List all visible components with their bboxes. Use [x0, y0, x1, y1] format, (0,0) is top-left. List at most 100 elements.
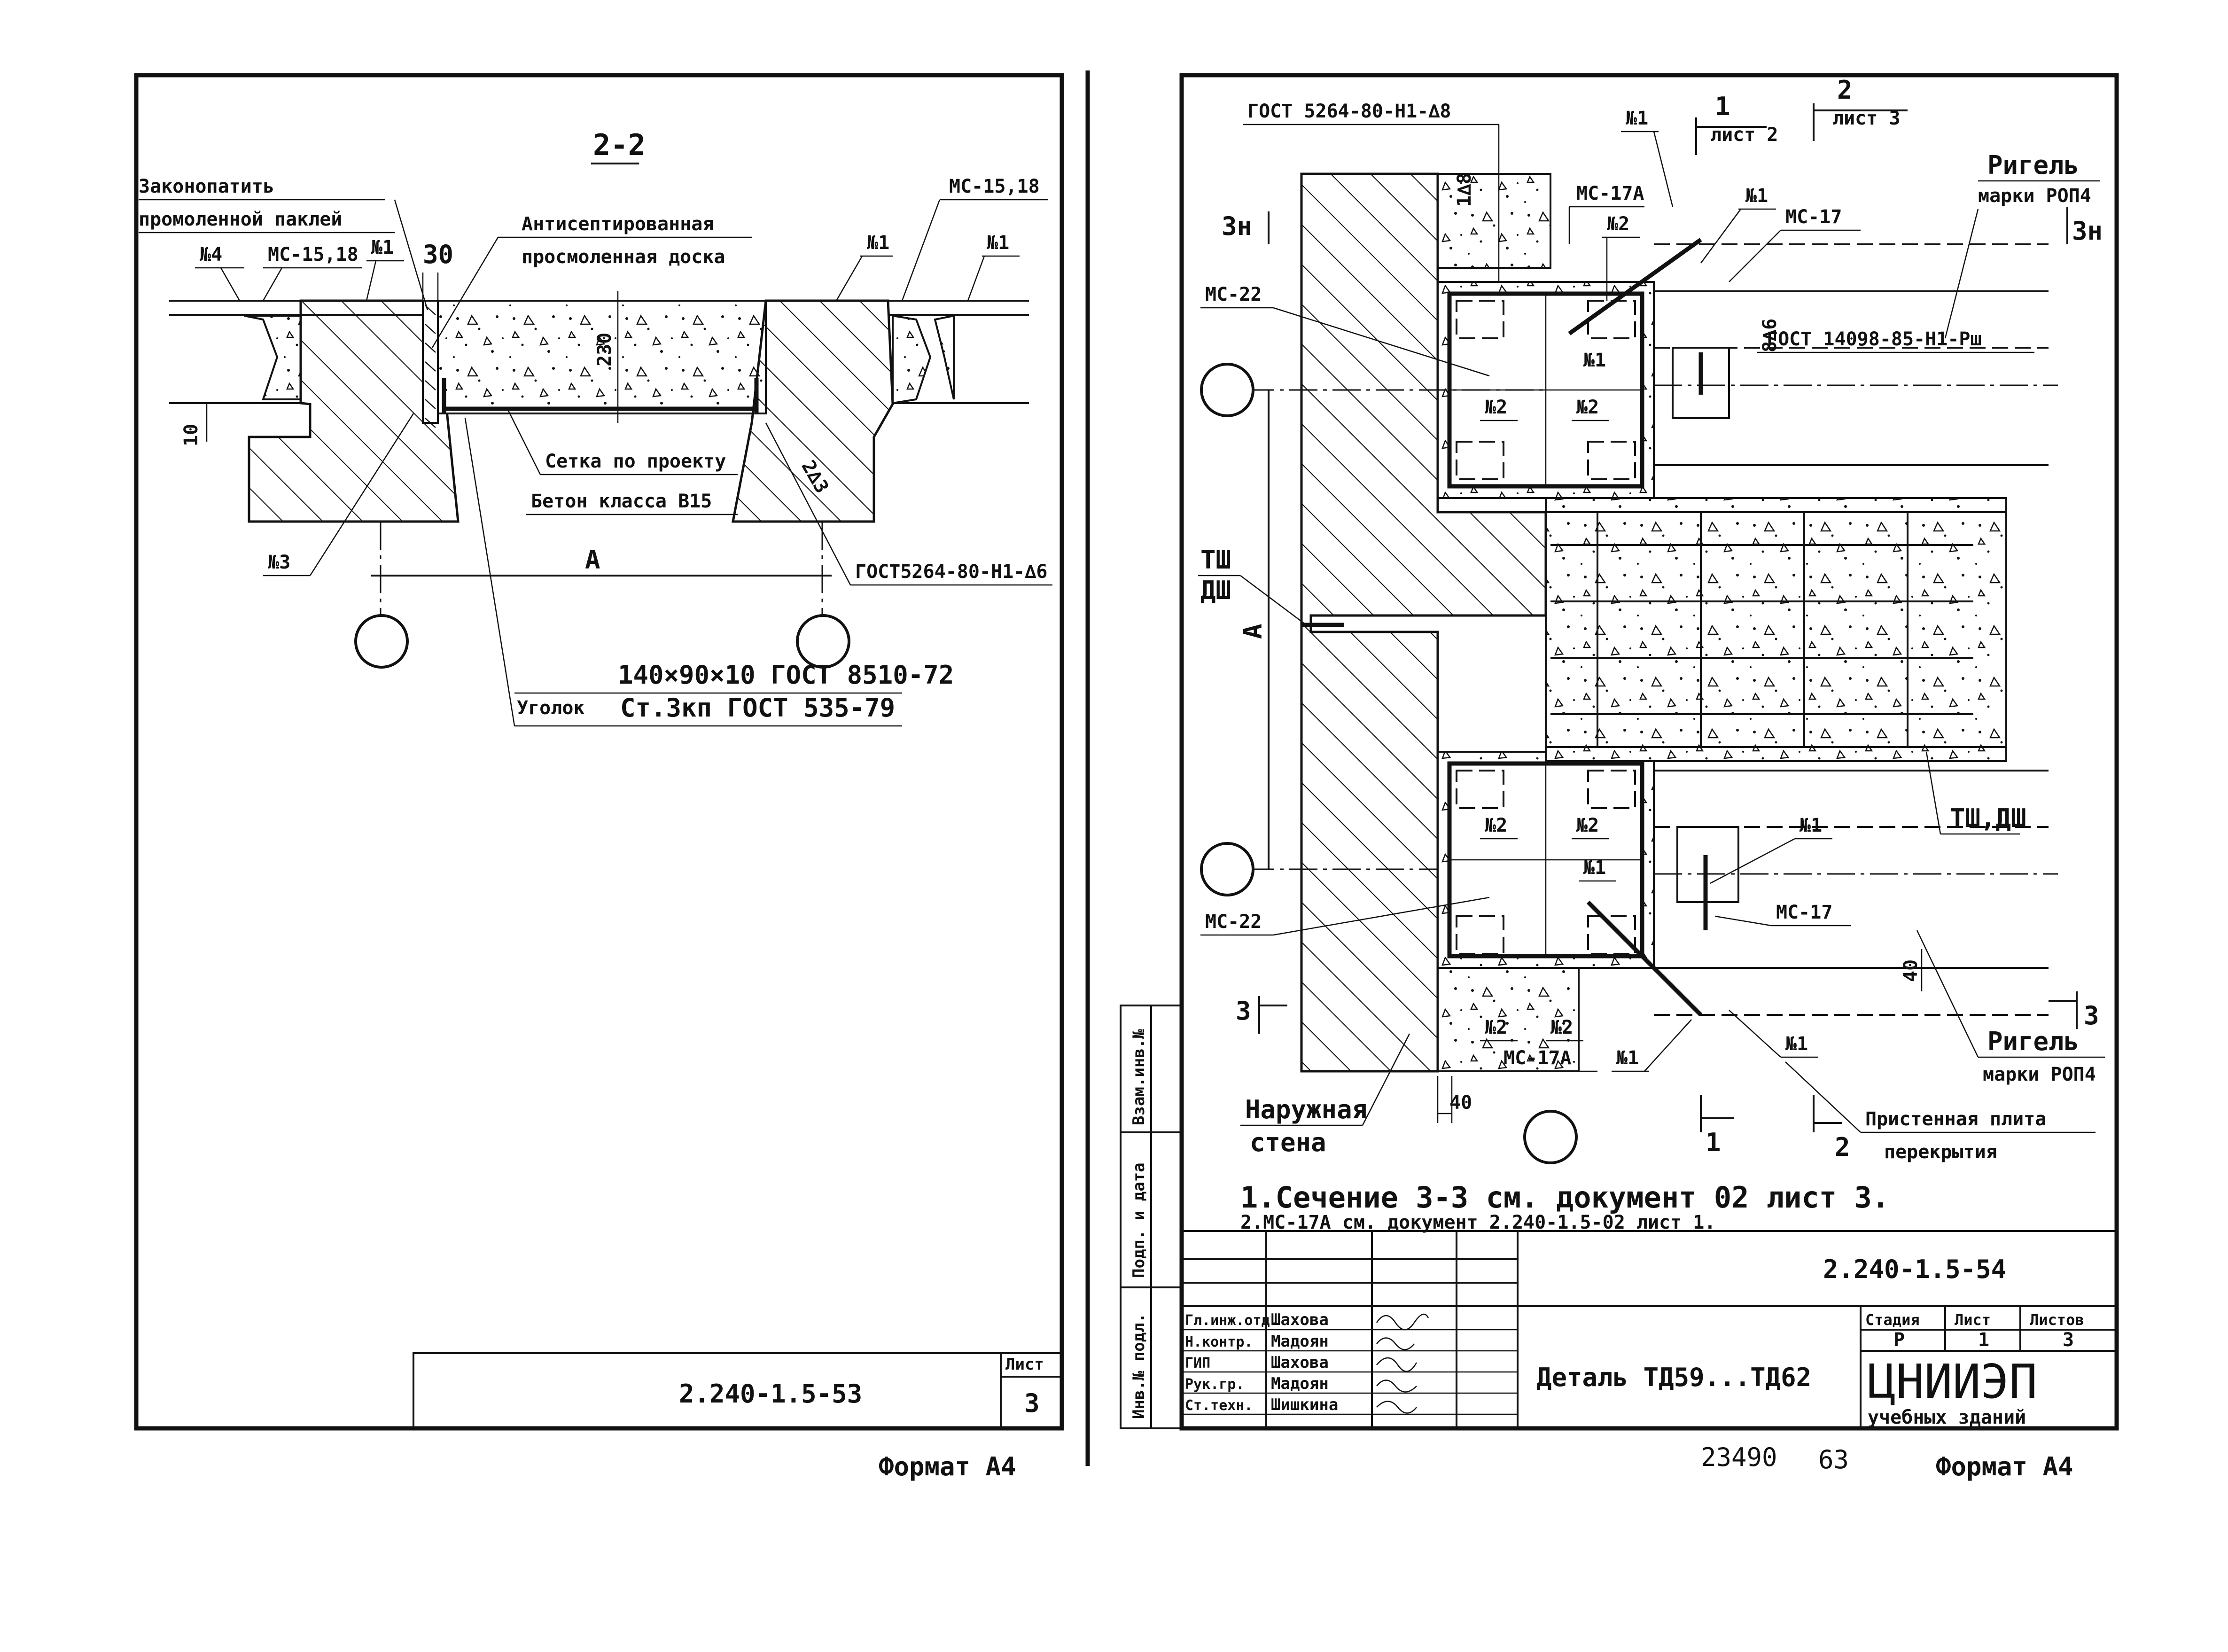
- left-mc-15-18-a: МС-15,18: [268, 244, 358, 265]
- left-n1-c: №1: [987, 232, 1009, 254]
- left-sheet: 2-2 230: [134, 70, 1090, 1481]
- right-n2-top: №2: [1607, 213, 1629, 235]
- board-label-1: Антисептированная: [522, 213, 714, 235]
- gost-mid-label: ГОСТ 14098-85-Н1-Рш: [1767, 328, 1982, 350]
- drawing-title: Деталь ТД59...ТД62: [1536, 1363, 1811, 1392]
- right-n2-a: №2: [1485, 397, 1507, 418]
- rigel-upper-label: Ригель: [1987, 150, 2079, 180]
- archive-number: 23490: [1701, 1442, 1777, 1472]
- axis-circle-left-1: [354, 614, 409, 669]
- angle-word: Уголок: [517, 697, 585, 719]
- org-sub: учебных зданий: [1868, 1407, 2026, 1428]
- name-2: Мадоян: [1271, 1332, 1329, 1351]
- mesh-label: Сетка по проекту: [545, 451, 726, 472]
- right-dim-a: А: [1238, 623, 1268, 639]
- lower-embedded-block: [1437, 751, 1703, 1017]
- right-title-block: 2.240-1.5-54 Стадия Лист Листов Р 1 3 Де…: [1181, 1230, 2118, 1429]
- caulk-label-1: Законопатить: [139, 176, 274, 197]
- rigel-upper-mark: марки РОП4: [1978, 185, 2091, 207]
- stage-header: Стадия: [1865, 1311, 1920, 1329]
- stamp-col2: Подп. и дата: [1130, 1162, 1148, 1278]
- angle-spec-2: Ст.3кп ГОСТ 535-79: [620, 693, 895, 723]
- caulk-label-2: промоленной паклей: [139, 209, 342, 230]
- left-doc-code: 2.240-1.5-53: [679, 1379, 862, 1409]
- page-number: 63: [1818, 1445, 1849, 1474]
- name-4: Мадоян: [1271, 1374, 1329, 1393]
- concrete-label: Бетон класса В15: [531, 491, 712, 512]
- side-stamp: Инв.№ подл. Подп. и дата Взам.инв.№: [1120, 1005, 1183, 1429]
- angle-spec-1: 140×90×10 ГОСТ 8510-72: [618, 660, 954, 690]
- plate-label-2: перекрытия: [1884, 1141, 1997, 1163]
- wall-slab: [1545, 497, 2007, 762]
- note-1: 1.Сечение 3-3 см. документ 02 лист 3.: [1240, 1180, 1889, 1215]
- wall-label-1: Наружная: [1245, 1095, 1367, 1124]
- wall-label-2: стена: [1250, 1128, 1326, 1157]
- left-dim-a: А: [585, 545, 600, 575]
- upper-embedded-block: [1437, 238, 1702, 499]
- mc17-top: МС-17: [1785, 206, 1842, 228]
- axis-circle-right-2: [1200, 842, 1254, 896]
- gost-top-label: ГОСТ 5264-80-Н1-∆8: [1247, 101, 1451, 122]
- right-sheet: Инв.№ подл. Подп. и дата Взам.инв.№: [1120, 73, 2119, 1481]
- axis-circle-left-2: [796, 614, 850, 669]
- section-label: 2-2: [593, 128, 646, 162]
- left-mc-15-18-b: МС-15,18: [949, 176, 1040, 197]
- dim-40-h: 40: [1449, 1092, 1472, 1114]
- right-n2-e: №2: [1485, 1017, 1507, 1038]
- right-n2-c: №2: [1485, 815, 1507, 836]
- sheet-value: 1: [1978, 1329, 1989, 1351]
- cut3-right: 3: [2084, 1001, 2099, 1030]
- left-dim-30: 30: [423, 240, 453, 269]
- name-3: Шахова: [1271, 1353, 1329, 1372]
- note-2: 2.МС-17А см. документ 2.240-1.5-02 лист …: [1240, 1212, 1715, 1233]
- tsh-label: ТШ: [1200, 545, 1231, 575]
- right-beam: [731, 299, 894, 523]
- role-1: Гл.инж.отд.: [1185, 1312, 1278, 1329]
- tsh-dsh-label: ТШ,ДШ: [1950, 803, 2026, 833]
- dim-3h-left: 3н: [1222, 211, 1252, 241]
- right-n1-low: №1: [1583, 857, 1606, 879]
- right-n1-top: №1: [1626, 108, 1648, 129]
- dim-40-v: 40: [1900, 959, 1922, 982]
- weld-mid: 8∆6: [1759, 319, 1781, 352]
- sheet-header: Лист: [1955, 1311, 1991, 1329]
- gost-weld-label: ГОСТ5264-80-Н1-∆6: [855, 561, 1047, 583]
- right-n1-low2: №1: [1800, 815, 1822, 836]
- left-sheet-label: Лист: [1005, 1355, 1044, 1374]
- mc17-low: МС-17: [1776, 902, 1832, 923]
- role-3: ГИП: [1185, 1355, 1210, 1371]
- axis-circle-right-3: [1523, 1110, 1578, 1164]
- right-n2-d: №2: [1576, 815, 1599, 836]
- mc17a-top: МС-17А: [1576, 183, 1644, 204]
- mc22-low: МС-22: [1205, 911, 1262, 933]
- right-n2-f: №2: [1550, 1017, 1573, 1038]
- left-n4: №4: [200, 244, 222, 265]
- name-5: Шишкина: [1271, 1395, 1338, 1414]
- left-format: Формат А4: [879, 1452, 1016, 1481]
- right-n1-f: №1: [1785, 1033, 1808, 1055]
- right-n2-b: №2: [1576, 397, 1599, 418]
- stamp-col1: Инв.№ подл.: [1130, 1313, 1148, 1419]
- rigel-low-label: Ригель: [1987, 1027, 2079, 1056]
- sheets-value: 3: [2063, 1329, 2074, 1351]
- mc17a-low: МС-17А: [1504, 1047, 1572, 1069]
- left-title-block: 2.240-1.5-53 Лист 3: [413, 1352, 1063, 1429]
- left-sheet-no: 3: [1024, 1388, 1040, 1418]
- role-2: Н.контр.: [1185, 1334, 1253, 1350]
- cut3-left: 3: [1236, 996, 1251, 1026]
- rigel-low-mark: марки РОП4: [1983, 1064, 2096, 1085]
- cut1-low: 1: [1706, 1128, 1721, 1157]
- dsh-label: ДШ: [1200, 576, 1231, 605]
- stage-value: Р: [1893, 1329, 1905, 1351]
- sheets-header: Листов: [2030, 1311, 2084, 1329]
- board-label-2: просмоленная доска: [522, 246, 725, 268]
- right-n1-mid: №1: [1745, 185, 1768, 207]
- right-slab: [888, 300, 1029, 405]
- cut2-low: 2: [1835, 1132, 1850, 1162]
- rigel-lower: [1654, 770, 2058, 1016]
- left-n3: №3: [268, 552, 290, 573]
- rigel-upper: [1654, 243, 2058, 466]
- right-format: Формат А4: [1936, 1452, 2073, 1481]
- stamp-col3: Взам.инв.№: [1130, 1029, 1148, 1125]
- left-sheet-frame: [134, 73, 1064, 1431]
